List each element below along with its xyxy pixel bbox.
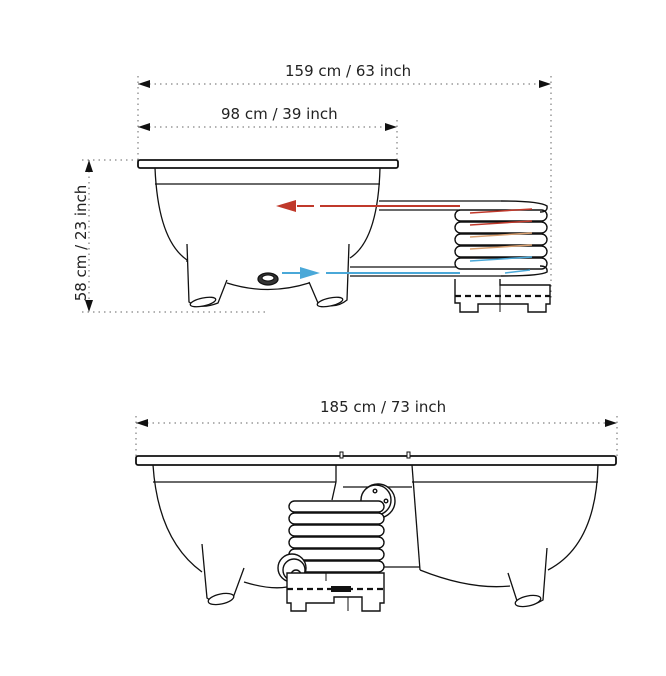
- dimension-tub-width: [138, 120, 398, 160]
- tub-width-label: 98 cm / 39 inch: [221, 105, 338, 123]
- arrow-right-icon: [605, 419, 617, 427]
- arrow-down-icon: [85, 300, 93, 312]
- coil-heater-side: [454, 200, 548, 277]
- arrow-right-icon: [385, 123, 397, 131]
- height-label: 58 cm / 23 inch: [72, 184, 90, 302]
- arrow-right-icon: [539, 80, 551, 88]
- arrow-up-icon: [85, 160, 93, 172]
- arrow-left-icon: [138, 123, 150, 131]
- arrow-left-icon: [136, 419, 148, 427]
- arrow-left-icon: [276, 200, 296, 212]
- total-width-front-label: 185 cm / 73 inch: [320, 398, 447, 416]
- total-width-side-label: 159 cm / 63 inch: [285, 62, 412, 80]
- side-view: [82, 76, 552, 313]
- heater-base-side: [454, 279, 551, 313]
- dimension-height: [82, 159, 265, 313]
- tub-side: [137, 159, 399, 308]
- arrow-right-icon: [300, 267, 320, 279]
- cold-flow-arrow: [282, 267, 460, 279]
- dimension-total-width-front: [135, 416, 618, 456]
- tub-front: [135, 451, 617, 608]
- front-view: [135, 416, 618, 612]
- pipes-side: [350, 200, 501, 277]
- heater-base-front: [286, 572, 385, 612]
- arrow-left-icon: [138, 80, 150, 88]
- coil-heater-front: [277, 483, 396, 583]
- hot-flow-arrow: [276, 200, 460, 212]
